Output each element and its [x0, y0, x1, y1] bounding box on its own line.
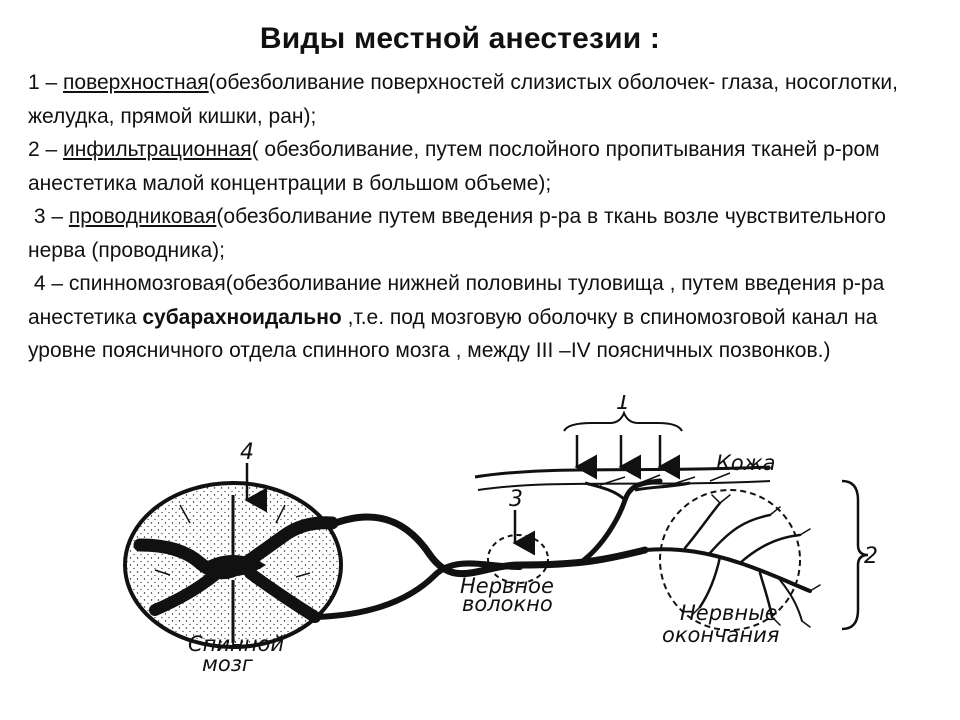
skin-line [474, 465, 771, 479]
item-description: ( обезболивание, путем послойного пропит… [28, 138, 880, 195]
item-term: спинномозговая [68, 272, 226, 295]
item-number: 1 – [28, 71, 64, 94]
diagram-label-4: 4 [240, 440, 254, 465]
anesthesia-diagram: 4 1 Кожа 3 Нервное волокно [80, 395, 880, 715]
nerve-endings-circle [659, 489, 801, 631]
diagram-label-3: 3 [509, 487, 523, 512]
item-number: 2 – [28, 138, 64, 161]
item-term: инфильтрационная [63, 138, 252, 161]
item-number: 3 – [28, 205, 69, 228]
diagram-label-1: 1 [616, 395, 630, 415]
bracket-2 [841, 479, 869, 631]
skin-label: Кожа [716, 451, 776, 475]
bracket-1 [563, 410, 683, 432]
anesthesia-types-list: 1 – поверхностная(обезболивание поверхно… [28, 66, 948, 368]
nerve-fiber-label-1: Нервное [460, 574, 554, 598]
nerve-upper [326, 513, 649, 578]
item-description: (обезболивание путем введения р-ра в тка… [28, 205, 886, 262]
list-item-spinal: 4 – спинномозговая(обезболивание нижней … [28, 267, 948, 368]
nerve-lower [312, 560, 523, 620]
spinal-cord-label-2: мозг [202, 652, 254, 676]
list-item-superficial: 1 – поверхностная(обезболивание поверхно… [28, 66, 948, 133]
diagram-label-2: 2 [864, 544, 878, 569]
list-item-conduction: 3 – проводниковая(обезболивание путем вв… [28, 200, 948, 267]
item-bold-term: субарахноидально [142, 305, 342, 329]
diagram-svg: 4 1 Кожа 3 Нервное волокно [123, 395, 878, 676]
nerve-endings-label-1: Нервные [680, 601, 778, 625]
nerve-fiber-label-2: волокно [462, 592, 553, 616]
spinal-cord-drawing [123, 481, 343, 649]
item-number: 4 – [28, 272, 69, 295]
nerve-endings-label-2: окончания [662, 623, 779, 647]
item-description-end: ,т.е. под мозговую оболочку в спиномозго… [28, 305, 878, 363]
list-item-infiltration: 2 – инфильтрационная( обезболивание, пут… [28, 133, 948, 200]
item-term: проводниковая [68, 205, 217, 228]
nerve-endings-tree [643, 494, 821, 628]
slide-title: Виды местной анестезии : [259, 22, 661, 55]
item-description: (обезболивание нижней половины туловища … [28, 272, 885, 329]
item-term: поверхностная [63, 71, 209, 94]
spinal-cord-label-1: Спинной [188, 632, 284, 656]
item-description: (обезболивание поверхностей слизистых об… [28, 71, 898, 128]
